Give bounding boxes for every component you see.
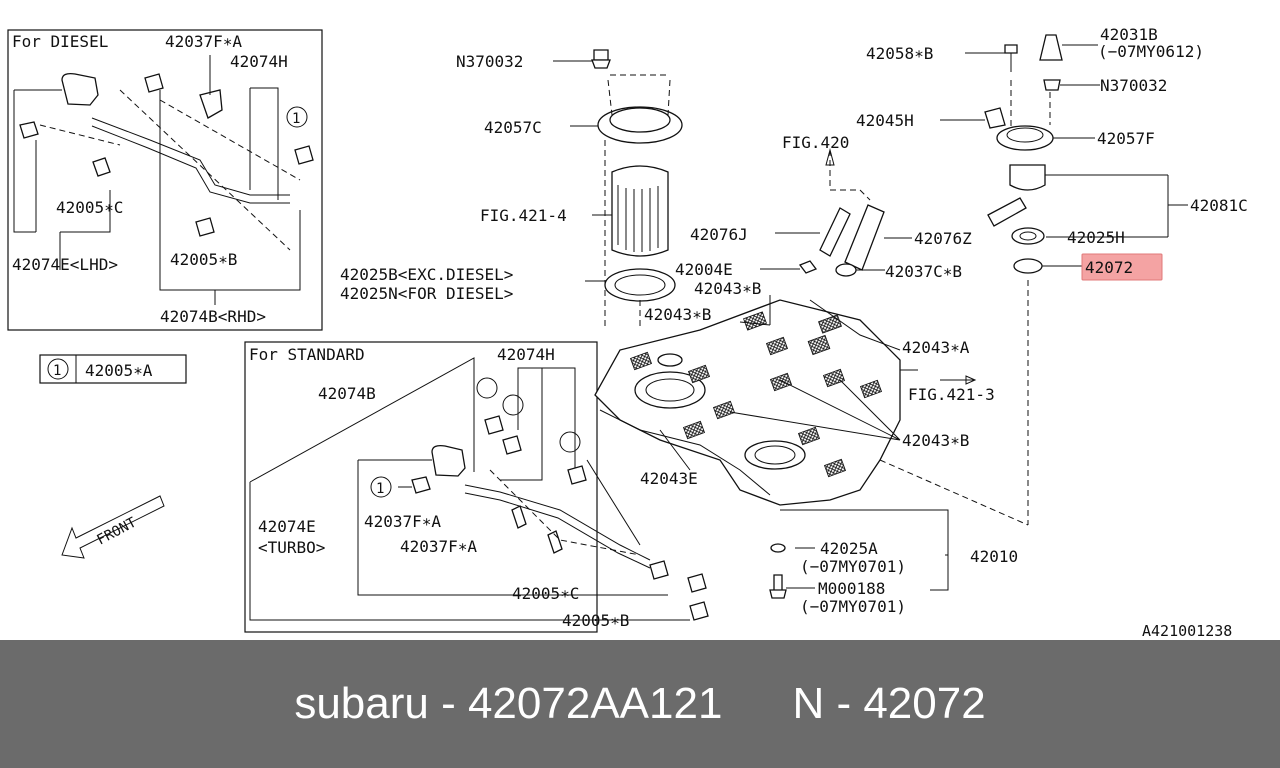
- label-m000188-note: (−07MY0701): [800, 597, 906, 616]
- label-fig421-3: FIG.421-3: [908, 385, 995, 404]
- sender-assembly: [940, 34, 1188, 274]
- label-42076z: 42076Z: [914, 229, 972, 248]
- front-arrow: FRONT: [61, 495, 165, 559]
- label-42031b: 42031B: [1100, 25, 1158, 44]
- diesel-label-42074e-lhd: 42074E<LHD>: [12, 255, 118, 274]
- label-42043b-2: 42043∗B: [644, 305, 711, 324]
- parts-diagram: For DIESEL 42037F∗A 42074H 42005∗C 42074…: [7, 25, 1248, 640]
- standard-box: For STANDARD 42074H 42074B 42074E <TURBO…: [244, 341, 709, 633]
- label-m000188: M000188: [818, 579, 885, 598]
- standard-label-42074h: 42074H: [497, 345, 555, 364]
- label-42045h: 42045H: [856, 111, 914, 130]
- label-42025n: 42025N<FOR DIESEL>: [340, 284, 513, 303]
- label-42058b: 42058∗B: [866, 44, 933, 63]
- label-42043b-3: 42043∗B: [902, 431, 969, 450]
- standard-label-turbo: <TURBO>: [258, 538, 325, 557]
- pump-assembly: [553, 49, 683, 330]
- label-42031b-note: (−07MY0612): [1098, 42, 1204, 61]
- label-42025b: 42025B<EXC.DIESEL>: [340, 265, 513, 284]
- standard-label-42037f-a-2: 42037F∗A: [400, 537, 477, 556]
- label-n370032-right: N370032: [1100, 76, 1167, 95]
- standard-label-42037f-a-1: 42037F∗A: [364, 512, 441, 531]
- label-42043a: 42043∗A: [902, 338, 970, 357]
- label-fig421-4: FIG.421-4: [480, 206, 567, 225]
- diesel-label-42037f-a: 42037F∗A: [165, 32, 242, 51]
- standard-circle-1: 1: [376, 481, 384, 497]
- standard-label-42074e: 42074E: [258, 517, 316, 536]
- diesel-label-42074h: 42074H: [230, 52, 288, 71]
- label-42043e: 42043E: [640, 469, 698, 488]
- standard-label-42074b: 42074B: [318, 384, 376, 403]
- label-42025a-note: (−07MY0701): [800, 557, 906, 576]
- diesel-circle-number: 1: [292, 111, 300, 127]
- footer-bar: subaru - 42072AA121 N - 42072: [0, 640, 1280, 768]
- label-42037cb: 42037C∗B: [885, 262, 962, 281]
- diesel-label-42005c: 42005∗C: [56, 198, 123, 217]
- diagram-id: A421001238: [1142, 622, 1232, 640]
- label-42057c: 42057C: [484, 118, 542, 137]
- label-42025h: 42025H: [1067, 228, 1125, 247]
- footer-part-number: subaru - 42072AA121: [294, 679, 723, 728]
- highlight-42072: [1081, 253, 1163, 281]
- callout-labels: N370032 42057C FIG.421-4 42025B<EXC.DIES…: [340, 25, 1248, 640]
- label-42072: 42072: [1085, 258, 1133, 277]
- diesel-label-42005b: 42005∗B: [170, 250, 237, 269]
- label-42076j: 42076J: [690, 225, 748, 244]
- footer-reference: N - 42072: [792, 679, 986, 728]
- standard-label-42005c: 42005∗C: [512, 584, 579, 603]
- legend-part: 42005∗A: [85, 361, 153, 380]
- front-label: FRONT: [94, 514, 139, 548]
- diesel-box-title: For DIESEL: [12, 32, 108, 51]
- standard-box-title: For STANDARD: [249, 345, 365, 364]
- diesel-box: For DIESEL 42037F∗A 42074H 42005∗C 42074…: [7, 29, 323, 331]
- label-42010: 42010: [970, 547, 1018, 566]
- diesel-label-42074b-rhd: 42074B<RHD>: [160, 307, 266, 326]
- label-42057f: 42057F: [1097, 129, 1155, 148]
- label-42025a: 42025A: [820, 539, 878, 558]
- fuel-tank: [594, 280, 1029, 599]
- label-fig420: FIG.420: [782, 133, 849, 152]
- label-42081c: 42081C: [1190, 196, 1248, 215]
- label-n370032-top: N370032: [456, 52, 523, 71]
- label-42004e: 42004E: [675, 260, 733, 279]
- label-42043b-1: 42043∗B: [694, 279, 761, 298]
- hoses: [760, 148, 912, 277]
- legend-box: 1 42005∗A: [39, 354, 187, 384]
- legend-circle: 1: [53, 363, 61, 379]
